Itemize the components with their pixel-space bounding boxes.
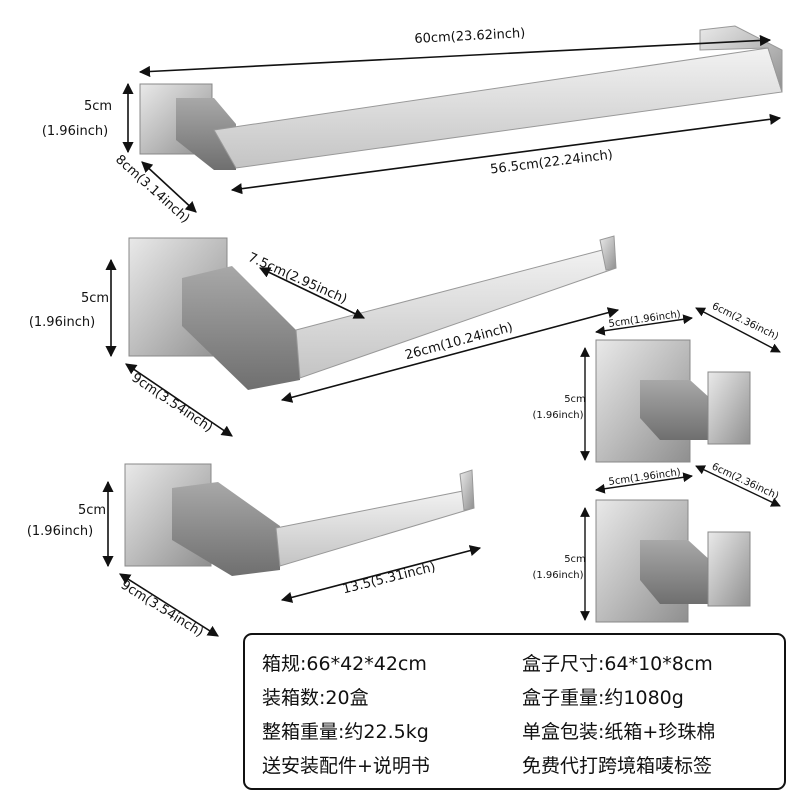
robe-hook-bottom bbox=[595, 499, 751, 623]
paper-holder-depth-arrow bbox=[119, 573, 219, 637]
towel-bar-total-length-arrow bbox=[138, 34, 772, 78]
paper-holder-arm bbox=[172, 482, 280, 576]
spec-carton-size: 箱规:66*42*42cm bbox=[262, 653, 427, 675]
towel-bar-total-length: 60cm(23.62inch) bbox=[414, 26, 526, 47]
packaging-spec-table: 箱规:66*42*42cm 盒子尺寸:64*10*8cm 装箱数:20盒 盒子重… bbox=[243, 633, 786, 790]
towel-holder-rod bbox=[295, 247, 617, 379]
spec-single-box-packaging: 单盒包装:纸箱+珍珠棉 bbox=[522, 721, 716, 743]
towel-bar-depth: 8cm(3.14inch) bbox=[112, 152, 192, 226]
paper-holder bbox=[124, 463, 475, 576]
robe-hook-bottom-cap bbox=[707, 531, 751, 607]
robe-hook-top-width: 5cm(1.96inch) bbox=[608, 309, 682, 330]
robe-hook-bottom-arm bbox=[640, 540, 712, 604]
paper-holder-length: 13.5(5.31inch) bbox=[341, 560, 437, 598]
paper-holder-rod bbox=[275, 489, 475, 567]
towel-holder bbox=[128, 235, 617, 390]
robe-hook-top-arm bbox=[640, 380, 712, 440]
robe-hook-top-cap bbox=[707, 371, 751, 445]
paper-holder-height-cm: 5cm bbox=[78, 503, 106, 518]
spec-box-size: 盒子尺寸:64*10*8cm bbox=[522, 653, 713, 675]
paper-holder-depth: 9cm(3.54inch) bbox=[118, 578, 206, 641]
towel-holder-end bbox=[599, 235, 617, 271]
robe-hook-top-width-arrow bbox=[595, 314, 693, 336]
robe-hook-top bbox=[595, 339, 751, 463]
towel-holder-height-inch: (1.96inch) bbox=[29, 315, 95, 330]
spec-box-weight: 盒子重量:约1080g bbox=[522, 687, 684, 709]
robe-hook-bottom-height-cm: 5cm bbox=[564, 554, 586, 565]
spec-carton-weight: 整箱重量:约22.5kg bbox=[262, 721, 429, 743]
spec-accessories: 送安装配件+说明书 bbox=[262, 755, 430, 777]
towel-bar-depth-arrow bbox=[141, 161, 197, 213]
towel-bar-height-cm: 5cm bbox=[84, 99, 112, 114]
robe-hook-bottom-height-inch: (1.96inch) bbox=[532, 570, 583, 581]
robe-hook-bottom-depth-arrow bbox=[695, 465, 781, 507]
robe-hook-bottom-width-arrow bbox=[595, 472, 693, 494]
towel-bar-height-inch: (1.96inch) bbox=[42, 124, 108, 139]
paper-holder-end bbox=[459, 469, 475, 511]
towel-bar bbox=[139, 25, 783, 170]
robe-hook-top-height-cm: 5cm bbox=[564, 394, 586, 405]
towel-bar-rod bbox=[213, 47, 783, 169]
towel-holder-depth: 9cm(3.54inch) bbox=[129, 370, 216, 435]
towel-holder-height-cm: 5cm bbox=[81, 291, 109, 306]
paper-holder-height-inch: (1.96inch) bbox=[27, 524, 93, 539]
robe-hook-top-depth-arrow bbox=[695, 307, 781, 353]
towel-bar-left-post bbox=[176, 98, 236, 170]
spec-quantity-per-carton: 装箱数:20盒 bbox=[262, 687, 369, 709]
towel-bar-bar-length-arrow bbox=[230, 113, 782, 195]
robe-hook-bottom-depth: 6cm(2.36inch) bbox=[710, 461, 781, 502]
robe-hook-top-height-inch: (1.96inch) bbox=[532, 410, 583, 421]
paper-holder-length-arrow bbox=[280, 545, 482, 603]
towel-holder-depth-arrow bbox=[125, 363, 233, 437]
towel-holder-length-arrow bbox=[280, 307, 620, 403]
towel-holder-arm bbox=[182, 266, 300, 390]
robe-hook-bottom-width: 5cm(1.96inch) bbox=[608, 467, 682, 488]
robe-hook-top-depth: 6cm(2.36inch) bbox=[710, 301, 780, 343]
towel-bar-bar-length: 56.5cm(22.24inch) bbox=[489, 148, 613, 178]
spec-labeling-service: 免费代打跨境箱唛标签 bbox=[522, 755, 713, 777]
